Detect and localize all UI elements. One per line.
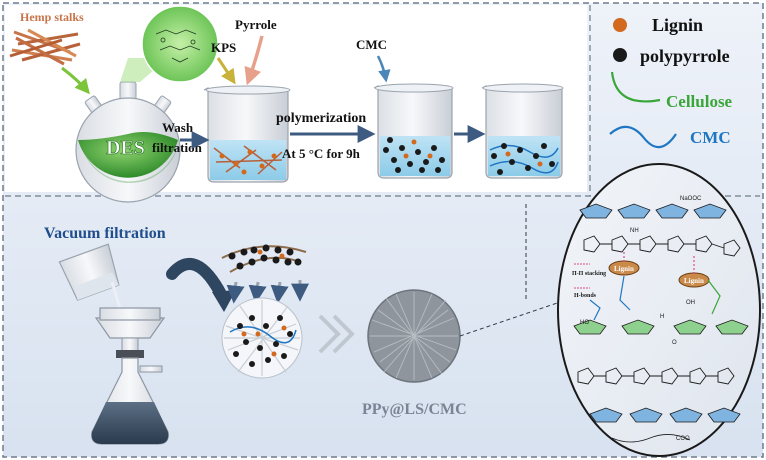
des-flask (75, 81, 181, 203)
polypyrrole-legend-icon (613, 48, 627, 62)
beaker-2 (373, 83, 454, 179)
product-label: PPy@LS/CMC (362, 401, 467, 418)
kps-label: KPS (211, 40, 236, 55)
nh-label: NH (630, 228, 639, 234)
pyrrole-label: Pyrrole (235, 17, 277, 32)
h-label: H (660, 314, 664, 320)
ho-label: HO (580, 320, 589, 326)
des-molecule-icon (155, 29, 201, 63)
des-label: DES (106, 137, 145, 159)
beaker-3 (481, 83, 564, 179)
kps-arrow (216, 57, 236, 85)
legend-polypyrrole: polypyrrole (640, 46, 730, 66)
wash-label: Wash (162, 120, 194, 135)
ppy-membrane-icon (367, 289, 461, 383)
zoom-bubble (141, 5, 219, 83)
lignin-legend-icon (613, 18, 627, 32)
coo-label: COO (676, 436, 690, 442)
vacuum-flask (91, 307, 169, 445)
oh-label: OH (686, 300, 695, 306)
legend-lignin: Lignin (652, 15, 703, 35)
membrane-network-disc (221, 297, 303, 379)
cmc-legend-icon (609, 125, 677, 149)
hemp-stalks-label: Hemp stalks (20, 10, 84, 24)
lignin-label-1: Lignin (614, 265, 634, 273)
hbonds-label: H-bonds (574, 293, 597, 299)
molecular-structure-ellipse (557, 163, 761, 457)
pyrrole-arrow (244, 35, 264, 86)
beaker-1 (203, 85, 291, 183)
hemp-stalks-icon (9, 28, 81, 66)
vacuum-filtration-label: Vacuum filtration (44, 225, 166, 242)
cmc-arrow (376, 55, 391, 83)
legend-cmc: CMC (690, 128, 731, 147)
hemp-to-flask-arrow (61, 66, 90, 95)
o-label: O (672, 340, 677, 346)
zoom-connector (459, 299, 567, 337)
condition-label: At 5 °C for 9h (282, 146, 361, 161)
chevron-icon (318, 314, 355, 354)
cmc-top-label: CMC (356, 37, 387, 52)
polymerization-label: polymerization (276, 111, 366, 126)
naooc-label: NaOOC (680, 196, 702, 202)
deposition-arrows (226, 280, 309, 304)
stacking-label: Π-Π stacking (572, 271, 606, 277)
pouring-beaker-icon (58, 243, 120, 301)
legend-cellulose: Cellulose (666, 92, 733, 111)
curved-transfer-arrow (166, 258, 228, 302)
ppy-fiber-strand-icon (221, 244, 307, 273)
lignin-label-2: Lignin (684, 277, 704, 285)
filtration-label: filtration (152, 140, 203, 155)
legend: Lignin polypyrrole Cellulose CMC (609, 15, 733, 149)
cellulose-legend-icon (610, 71, 661, 103)
